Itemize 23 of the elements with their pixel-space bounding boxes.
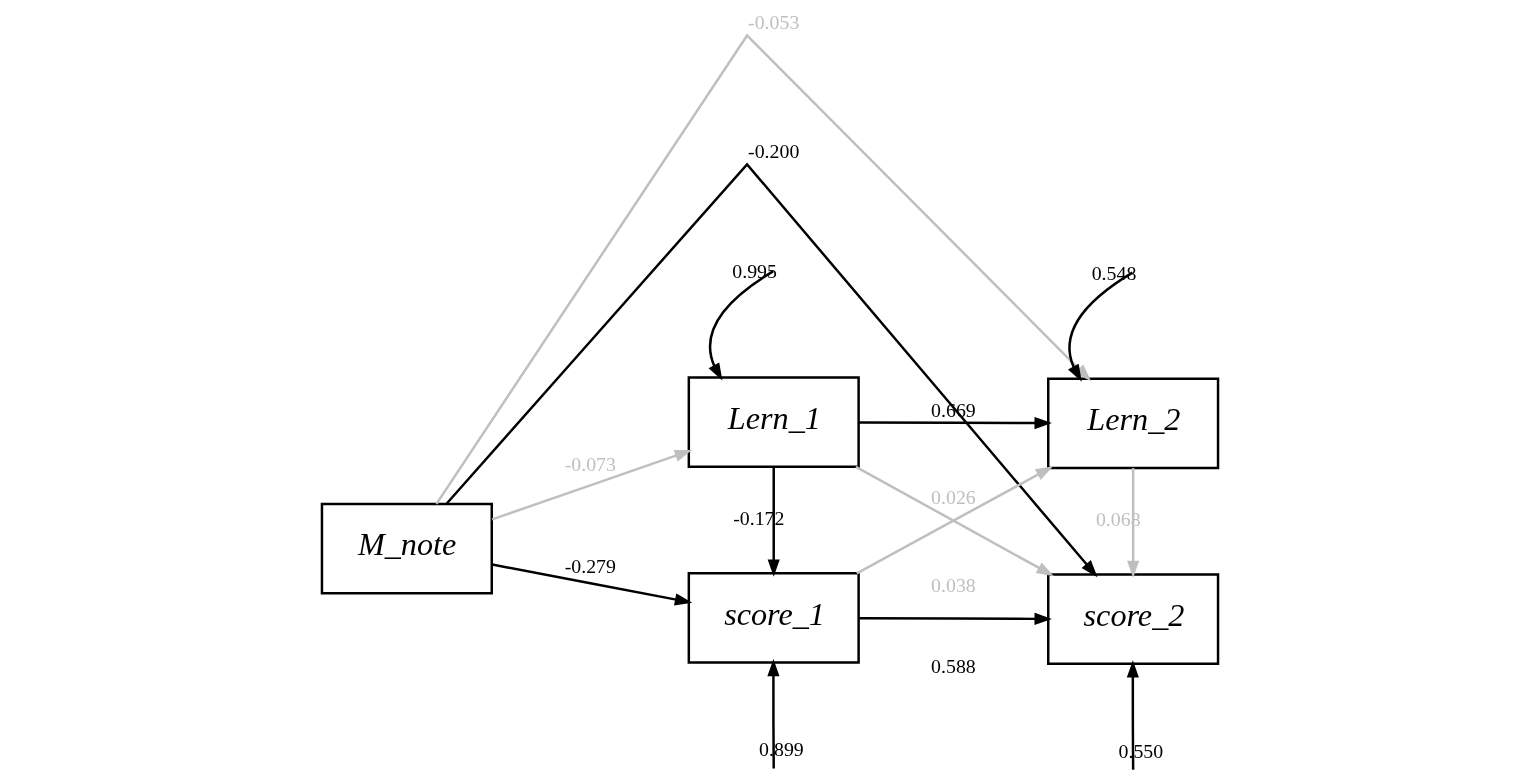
node-box: M_note xyxy=(320,502,493,595)
edge-label: -0.073 xyxy=(564,453,616,476)
node-box: score_2 xyxy=(1046,573,1219,666)
edge-label: 0.026 xyxy=(930,485,976,508)
edge-label: 0.038 xyxy=(930,573,976,596)
arrow xyxy=(858,612,1052,625)
arrow xyxy=(858,416,1052,430)
arrow xyxy=(491,563,692,606)
node-box: Lern_2 xyxy=(1046,377,1219,470)
arrow xyxy=(1126,660,1139,770)
edge-label: -0.200 xyxy=(747,139,799,162)
edge-label: -0.279 xyxy=(564,555,616,578)
arrow xyxy=(767,466,780,577)
arrow xyxy=(708,270,774,381)
node-box: Lern_1 xyxy=(687,376,860,468)
arrow xyxy=(766,658,779,769)
arrow xyxy=(1126,468,1139,579)
edge-label: -0.053 xyxy=(747,11,799,34)
edge-label: 0.588 xyxy=(930,655,976,678)
arrow xyxy=(445,163,1097,578)
edge-label: 0.995 xyxy=(731,260,777,283)
arrow xyxy=(491,450,692,521)
node-box: score_1 xyxy=(687,572,860,664)
